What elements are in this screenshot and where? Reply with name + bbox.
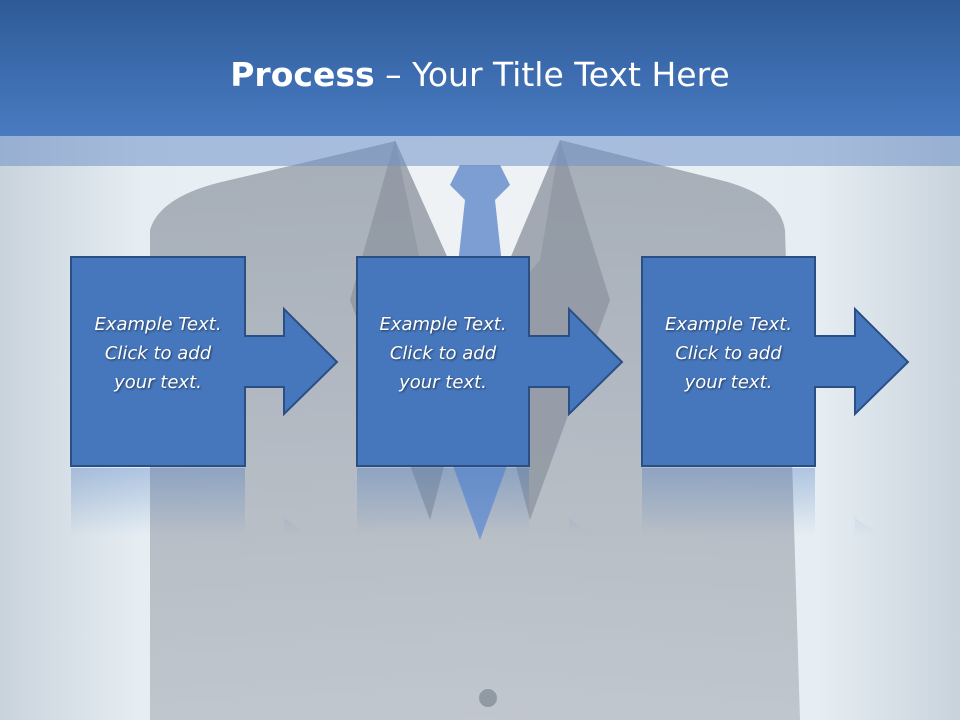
process-step-3[interactable]: Example Text. Click to add your text. bbox=[641, 256, 932, 536]
step-text[interactable]: Example Text. Click to add your text. bbox=[664, 314, 793, 393]
title-bold: Process bbox=[230, 55, 375, 94]
step-text[interactable]: Example Text. Click to add your text. bbox=[379, 314, 507, 393]
process-step-1[interactable]: Example Text. Click to add your text. bbox=[70, 256, 361, 536]
step-arrow-shape bbox=[356, 256, 624, 536]
title-rest: – Your Title Text Here bbox=[374, 55, 730, 94]
step-text[interactable]: Example Text. Click to add your text. bbox=[94, 314, 222, 393]
title-band-strip bbox=[0, 136, 960, 166]
title-band bbox=[0, 0, 960, 136]
step-arrow-shape bbox=[70, 256, 339, 536]
step-arrow-shape bbox=[641, 256, 910, 536]
process-step-2[interactable]: Example Text. Click to add your text. bbox=[356, 256, 647, 536]
slide-title[interactable]: Process – Your Title Text Here bbox=[0, 52, 960, 98]
